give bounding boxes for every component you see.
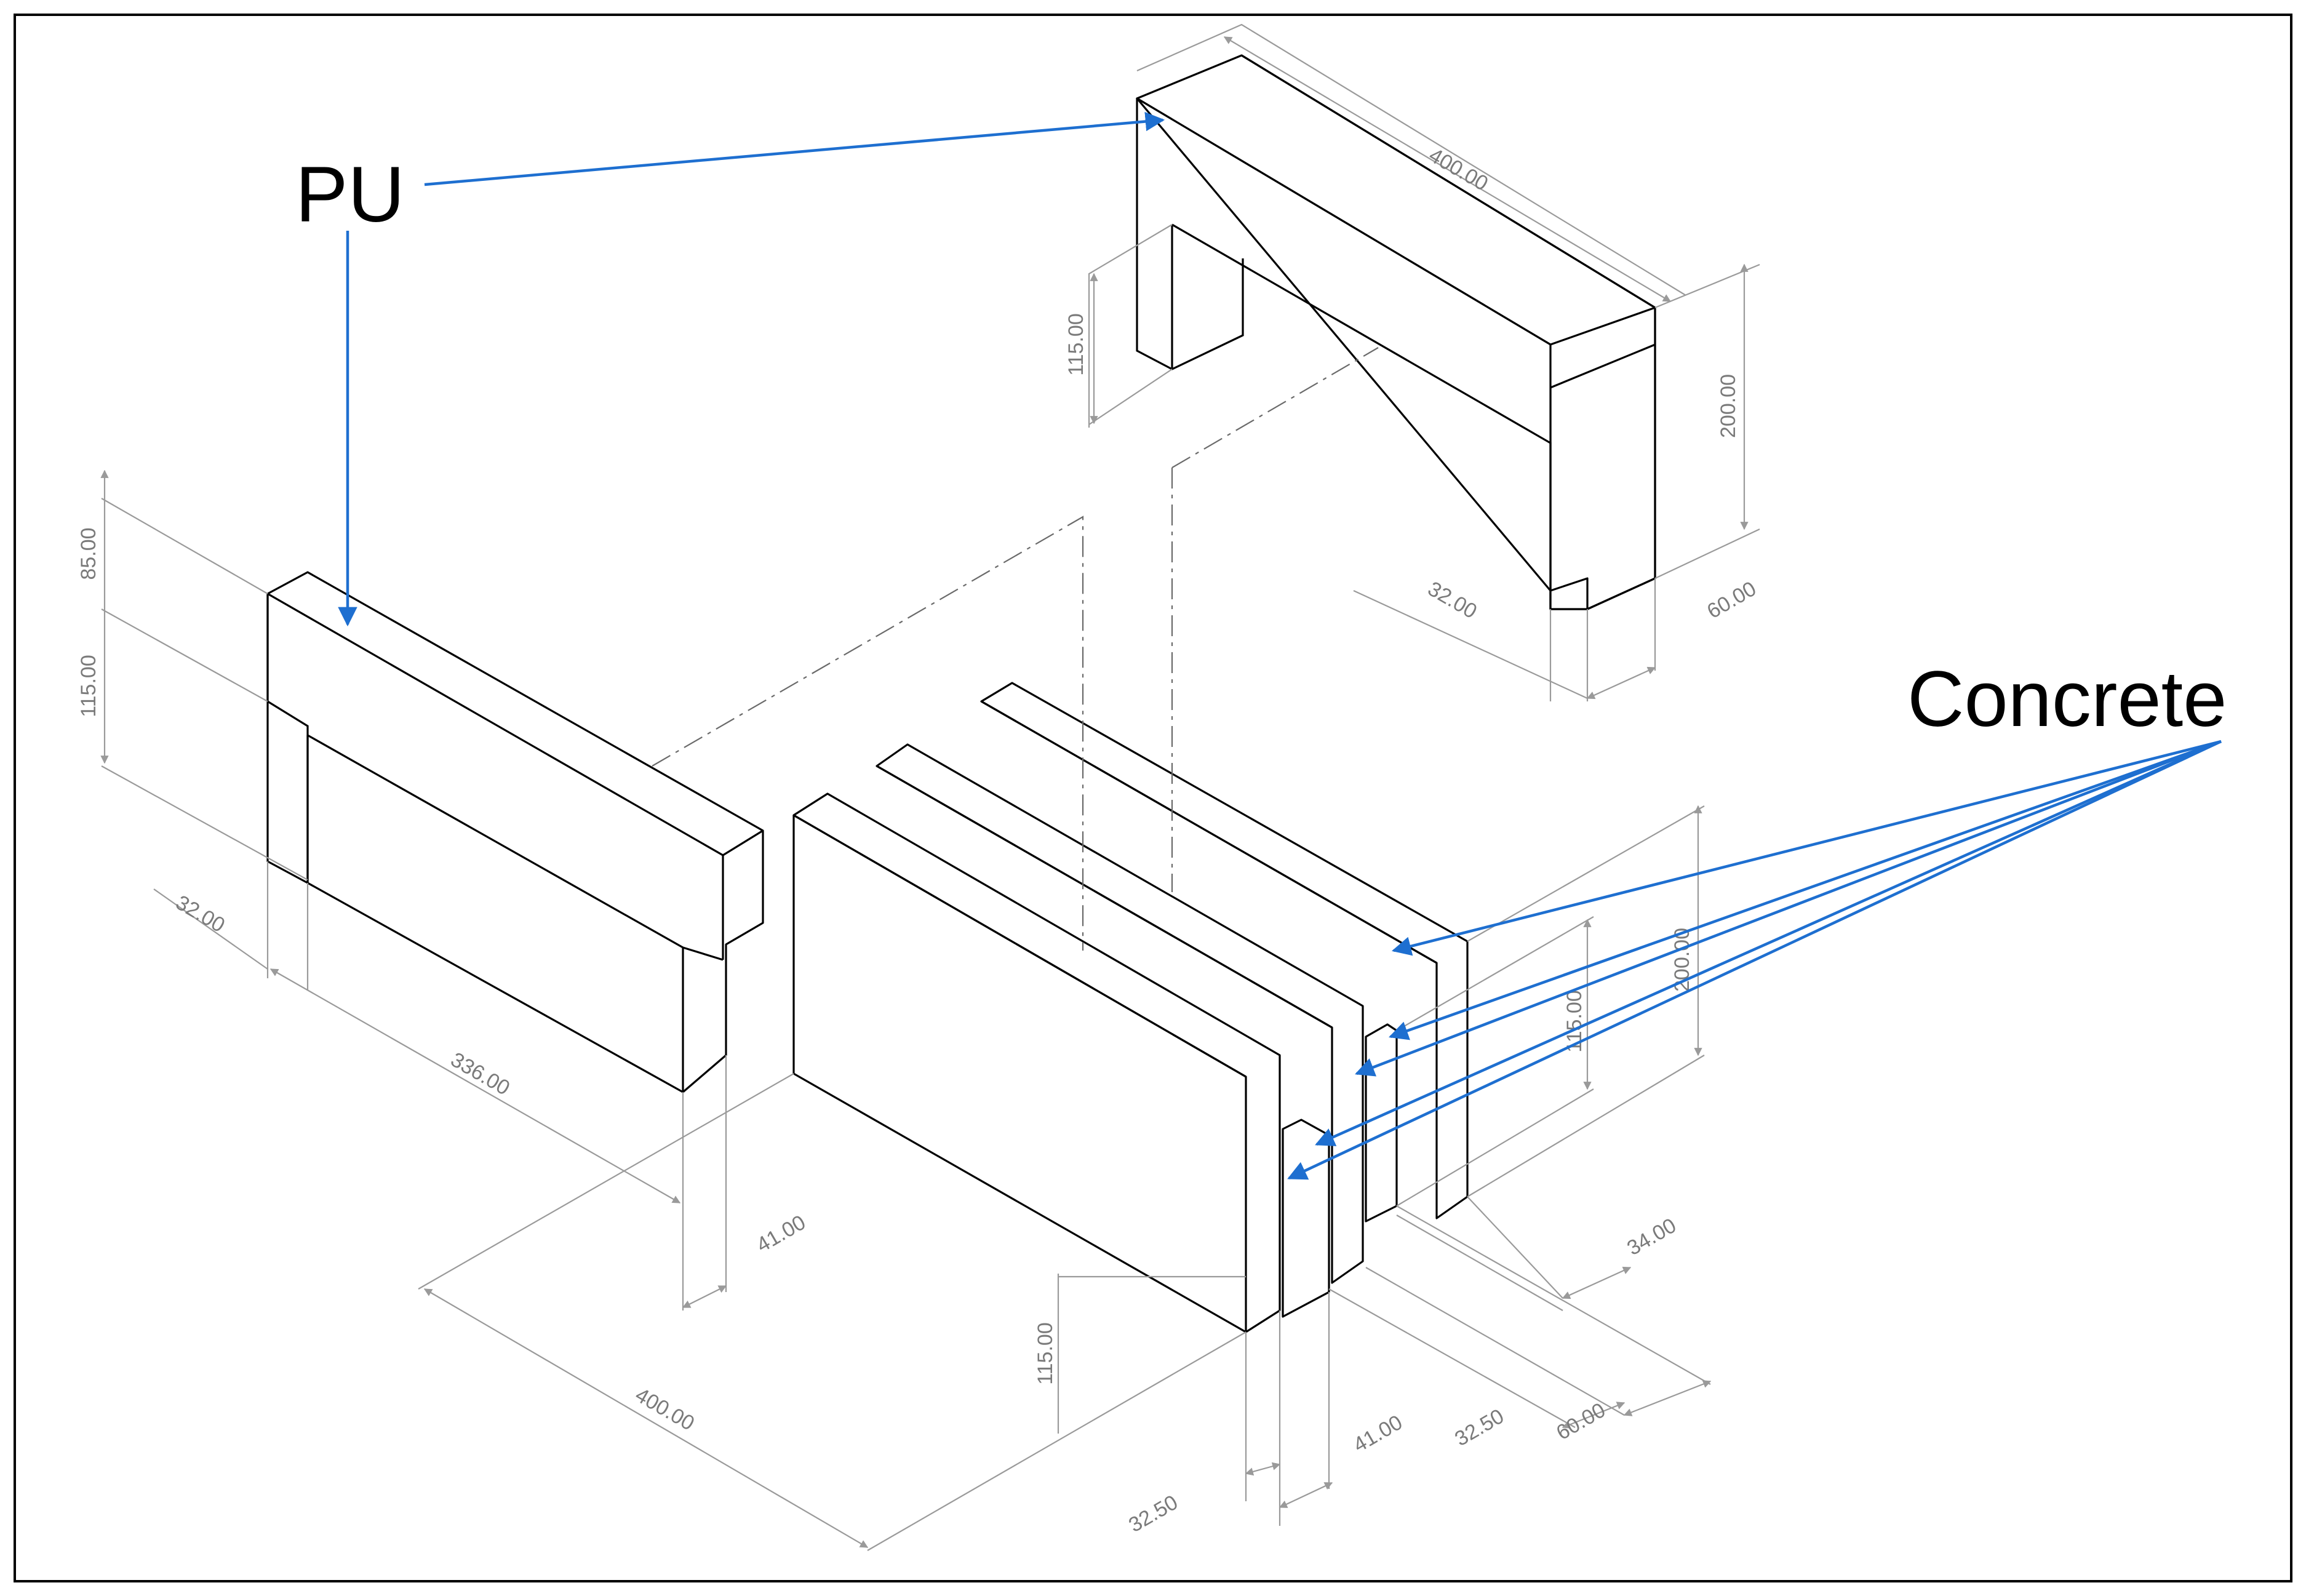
pu-left-part xyxy=(266,571,764,1093)
dim-base-length: 400.00 xyxy=(631,1383,698,1435)
dim-left-height-lower: 115.00 xyxy=(77,655,100,717)
dim-base-depth: 60.00 xyxy=(1552,1398,1610,1445)
dimension-lines xyxy=(100,23,1760,1551)
dim-top-leg-width: 32.00 xyxy=(1424,577,1481,623)
figure-frame xyxy=(14,14,2292,1582)
dim-top-inner-height: 115.00 xyxy=(1064,313,1088,375)
dim-left-length: 336.00 xyxy=(447,1048,514,1100)
pu-label-group: PU xyxy=(295,111,1165,627)
dim-left-height-upper: 85.00 xyxy=(77,527,100,580)
concrete-label-group: Concrete xyxy=(1287,655,2227,1180)
concrete-slab-front xyxy=(792,792,1281,1333)
dim-top-height: 200.00 xyxy=(1717,374,1740,438)
center-lines xyxy=(652,347,1379,951)
pu-label: PU xyxy=(295,151,405,239)
dim-base-thick-a: 32.50 xyxy=(1125,1491,1182,1537)
dim-left-leg-width: 32.00 xyxy=(172,891,229,937)
dim-base-thick-c: 32.50 xyxy=(1451,1405,1508,1451)
dim-top-depth: 60.00 xyxy=(1703,577,1760,623)
dim-left-depth: 41.00 xyxy=(752,1211,810,1257)
concrete-slab-middle xyxy=(876,743,1364,1284)
dim-base-height: 115.00 xyxy=(1034,1322,1057,1384)
concrete-label: Concrete xyxy=(1907,655,2227,743)
dim-right-depth: 34.00 xyxy=(1623,1214,1680,1260)
dim-base-thick-b: 41.00 xyxy=(1349,1411,1406,1457)
